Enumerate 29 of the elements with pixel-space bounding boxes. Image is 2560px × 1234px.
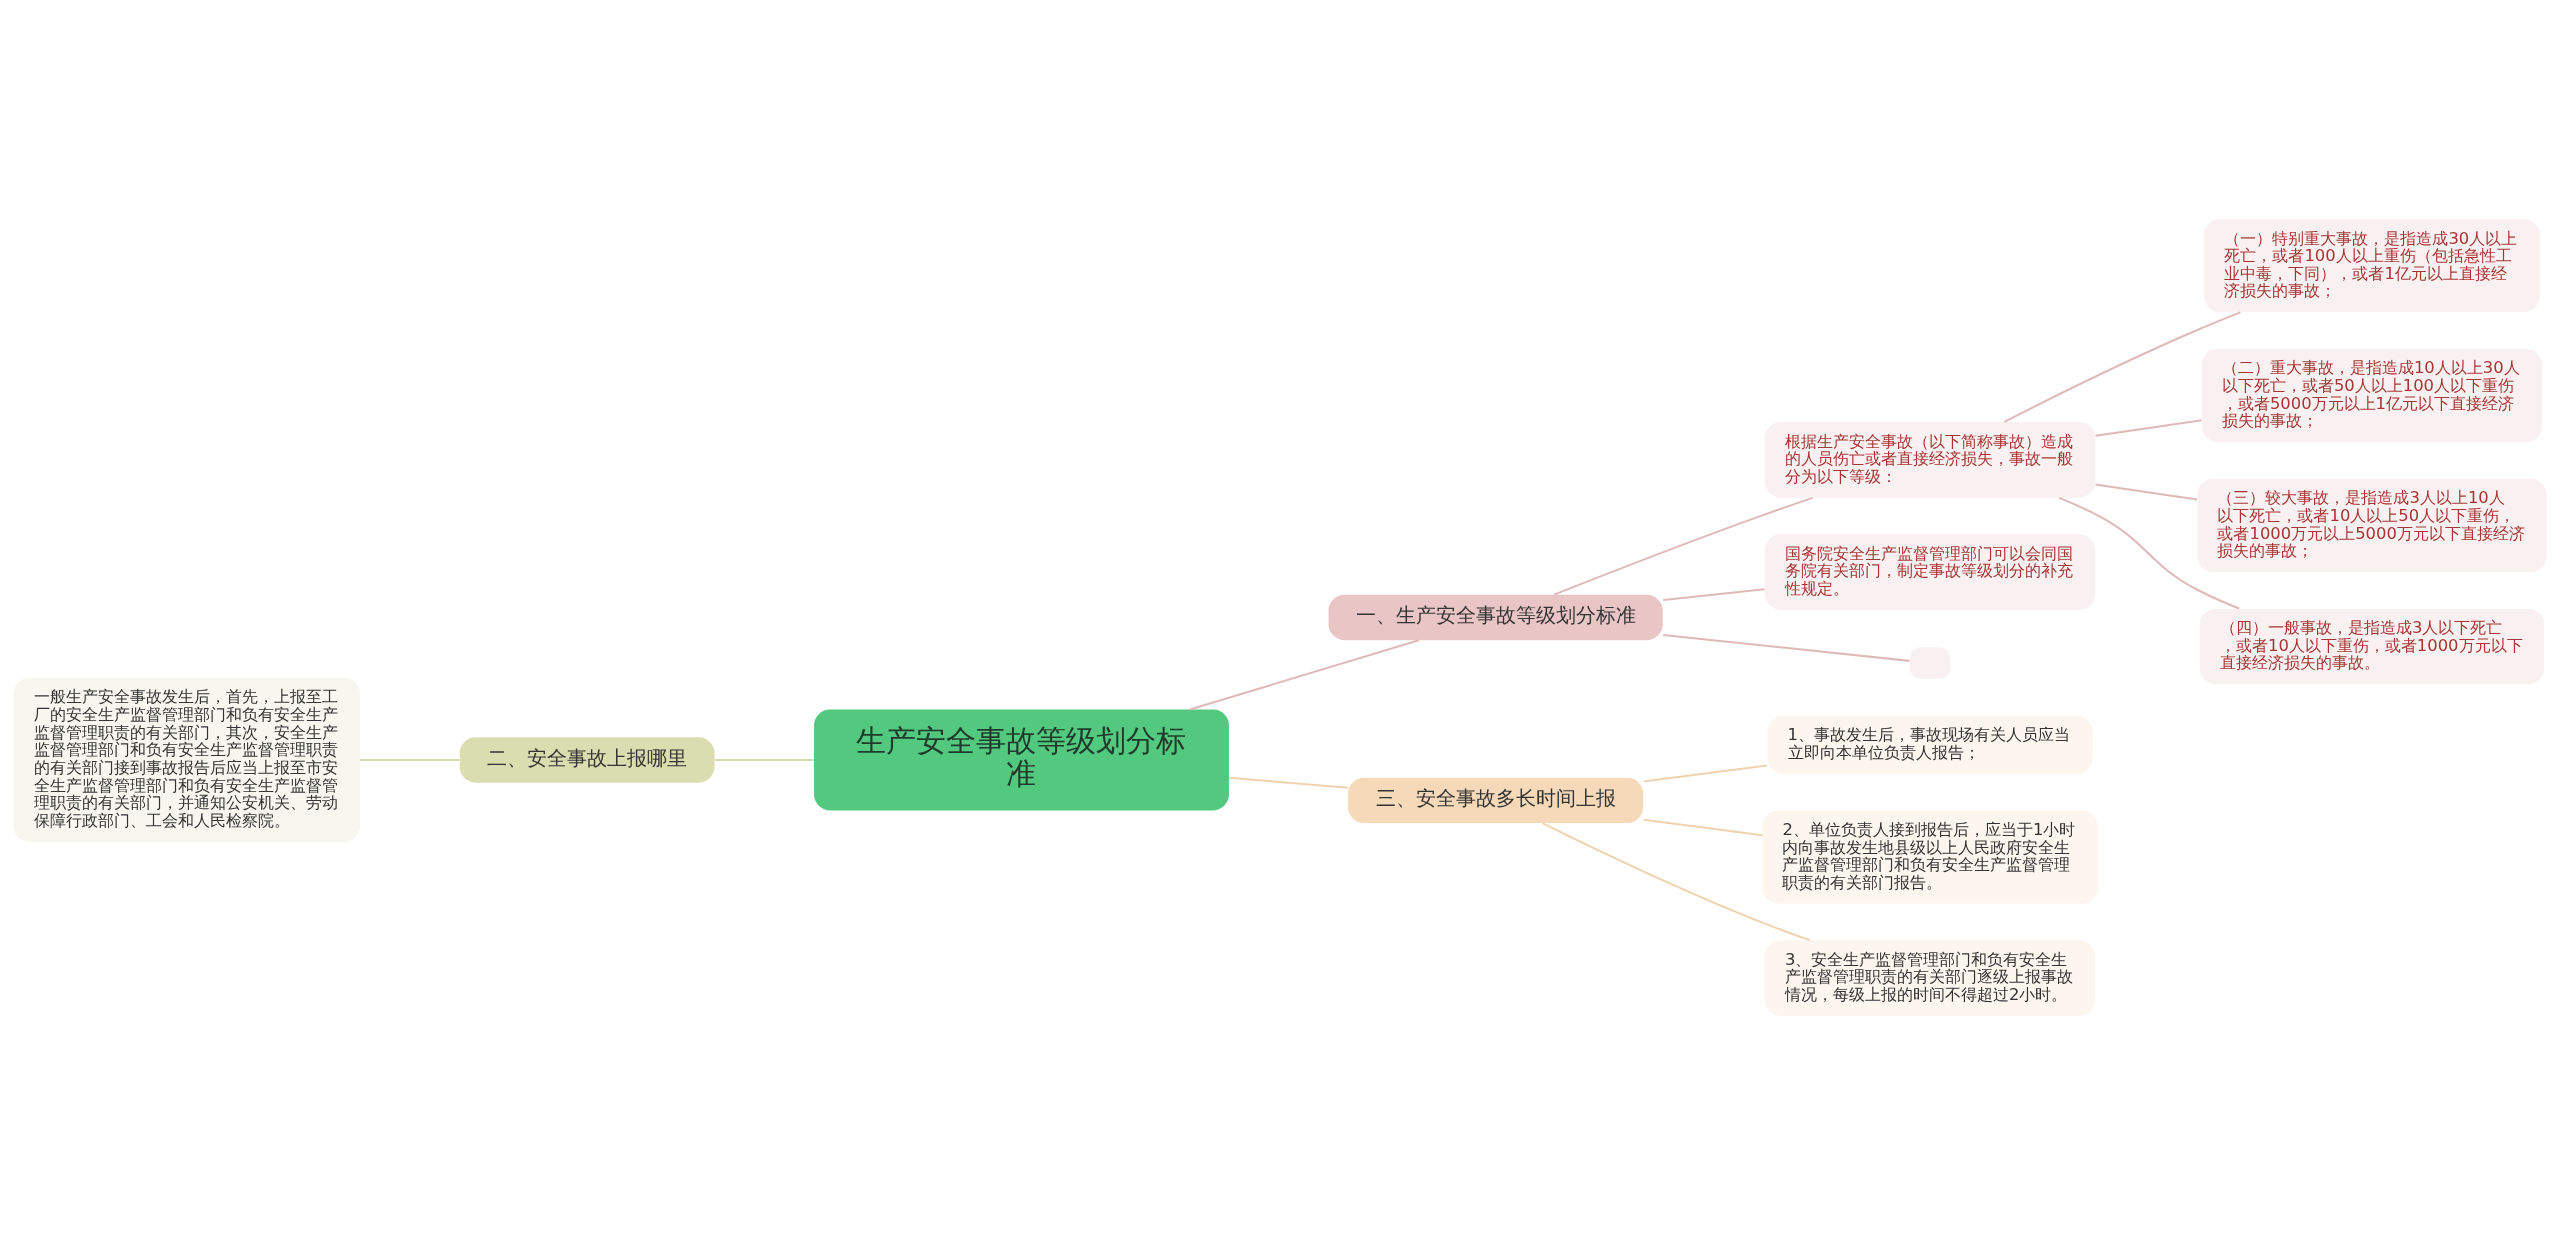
connector (1541, 821, 1810, 941)
connector (1189, 638, 1420, 710)
node-box: （四）一般事故，是指造成3人以下死亡，或者10人以下重伤，或者1000万元以下直接经济损失的事故。 (2199, 608, 2545, 684)
node-box: 生产安全事故等级划分标准 (814, 709, 1229, 810)
node-box: 根据生产安全事故（以下简称事故）造成的人员伤亡或者直接经济损失，事故一般分为以下等级： (1764, 421, 2096, 498)
connector (1663, 587, 1765, 601)
node-box: 一、生产安全事故等级划分标准 (1328, 594, 1663, 640)
connector (2003, 310, 2241, 423)
node-box: 二、安全事故上报哪里 (459, 736, 715, 783)
node-box: （一）特别重大事故，是指造成30人以上死亡，或者100人以上重伤（包括急性工业中毒，下同），或者1亿元以上直接经济损失的事故； (2204, 218, 2540, 312)
connector (1643, 818, 1763, 836)
node-box: 一般生产安全事故发生后，首先，上报至工厂的安全生产监督管理部门和负有安全生产监督管理职责的有关部门，其次，安全生产监督管理部门和负有安全生产监督管理职责的有关部门接到事故报告后应当上报至市安全生产监督管理部门和负有安全生产监督管理职责的有关部门，并通知公安机关、劳动保障行政部门、工会和人民检察院。 (13, 677, 361, 842)
connector (1663, 633, 1910, 662)
connector (2095, 482, 2198, 501)
node-box: 1、事故发生后，事故现场有关人员应当立即向本单位负责人报告； (1767, 715, 2093, 774)
node-box: 2、单位负责人接到报告后，应当于1小时内向事故发生地县级以上人民政府安全生产监督管理部门和负有安全生产监督管理职责的有关部门报告。 (1762, 809, 2098, 904)
node-box: 国务院安全生产监督管理部门可以会同国务院有关部门，制定事故等级划分的补充性规定。 (1764, 533, 2096, 610)
connector (715, 758, 815, 761)
node-box: 3、安全生产监督管理部门和负有安全生产监督管理职责的有关部门逐级上报事故情况，每级上报的时间不得超过2小时。 (1764, 939, 2096, 1016)
connector (1643, 764, 1768, 782)
connector (1553, 496, 1813, 596)
node-box: 三、安全事故多长时间上报 (1348, 777, 1644, 823)
node-box: （二）重大事故，是指造成10人以上30人以下死亡，或者50人以上100人以下重伤，或者5000万元以上1亿元以下直接经济损失的事故； (2201, 348, 2543, 442)
connector (360, 758, 460, 761)
node-box (1909, 646, 1951, 679)
node-box: （三）较大事故，是指造成3人以上10人以下死亡，或者10人以上50人以下重伤，或者1000万元以上5000万元以下直接经济损失的事故； (2197, 478, 2547, 572)
connector (1229, 776, 1349, 789)
connector (2095, 418, 2202, 437)
connector (2058, 496, 2240, 609)
